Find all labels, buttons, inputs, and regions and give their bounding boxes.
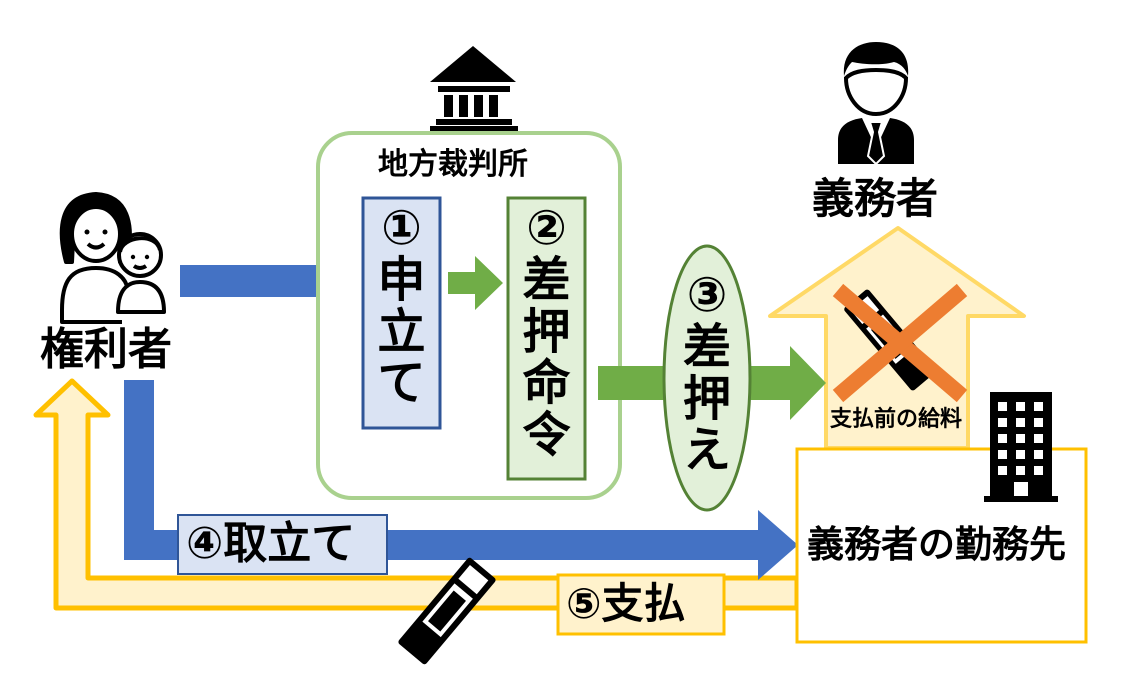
businessman-icon — [838, 42, 914, 166]
step2-char: 命 — [522, 355, 571, 412]
step2-char: 押 — [522, 303, 571, 360]
step2-char: 差 — [522, 251, 571, 308]
step4-label: ④取立て — [186, 518, 356, 569]
employer-label: 義務者の勤務先 — [807, 523, 1066, 566]
petition-arrow — [180, 242, 358, 320]
blocked-cross — [832, 283, 968, 403]
office-building-icon — [984, 392, 1058, 502]
step2-char: 令 — [522, 407, 571, 464]
payment-envelope-icon — [398, 557, 496, 665]
step1-box — [361, 196, 442, 430]
step1-char: 申 — [377, 251, 426, 308]
courthouse-icon — [430, 46, 518, 131]
step2-label: ② 差 押 命 令 — [508, 200, 585, 464]
step3-char: 差 — [682, 318, 731, 375]
salary-label: 支払前の給料 — [830, 407, 963, 432]
step3-char: え — [682, 422, 731, 479]
step1-char: 立 — [377, 303, 426, 360]
step3-char: ③ — [686, 267, 728, 323]
step1-char: ① — [381, 200, 422, 256]
step1-label: ① 申 立 て — [363, 200, 440, 412]
debtor-label: 義務者 — [812, 174, 939, 223]
step3-ellipse — [662, 244, 752, 512]
step3-label: ③ 差 押 え — [664, 267, 750, 479]
step3-char: 押 — [682, 370, 731, 427]
step5-label: ⑤支払 — [566, 579, 686, 628]
parent-child-icon — [59, 192, 166, 324]
step4-label-box — [177, 514, 388, 575]
step1-to-step2-arrow — [448, 256, 503, 310]
step2-box — [506, 196, 587, 481]
court-title: 地方裁判所 — [378, 147, 528, 182]
creditor-label: 権利者 — [40, 324, 172, 375]
step1-char: て — [377, 355, 426, 412]
step2-char: ② — [526, 200, 567, 256]
step5-label-box — [556, 573, 726, 636]
